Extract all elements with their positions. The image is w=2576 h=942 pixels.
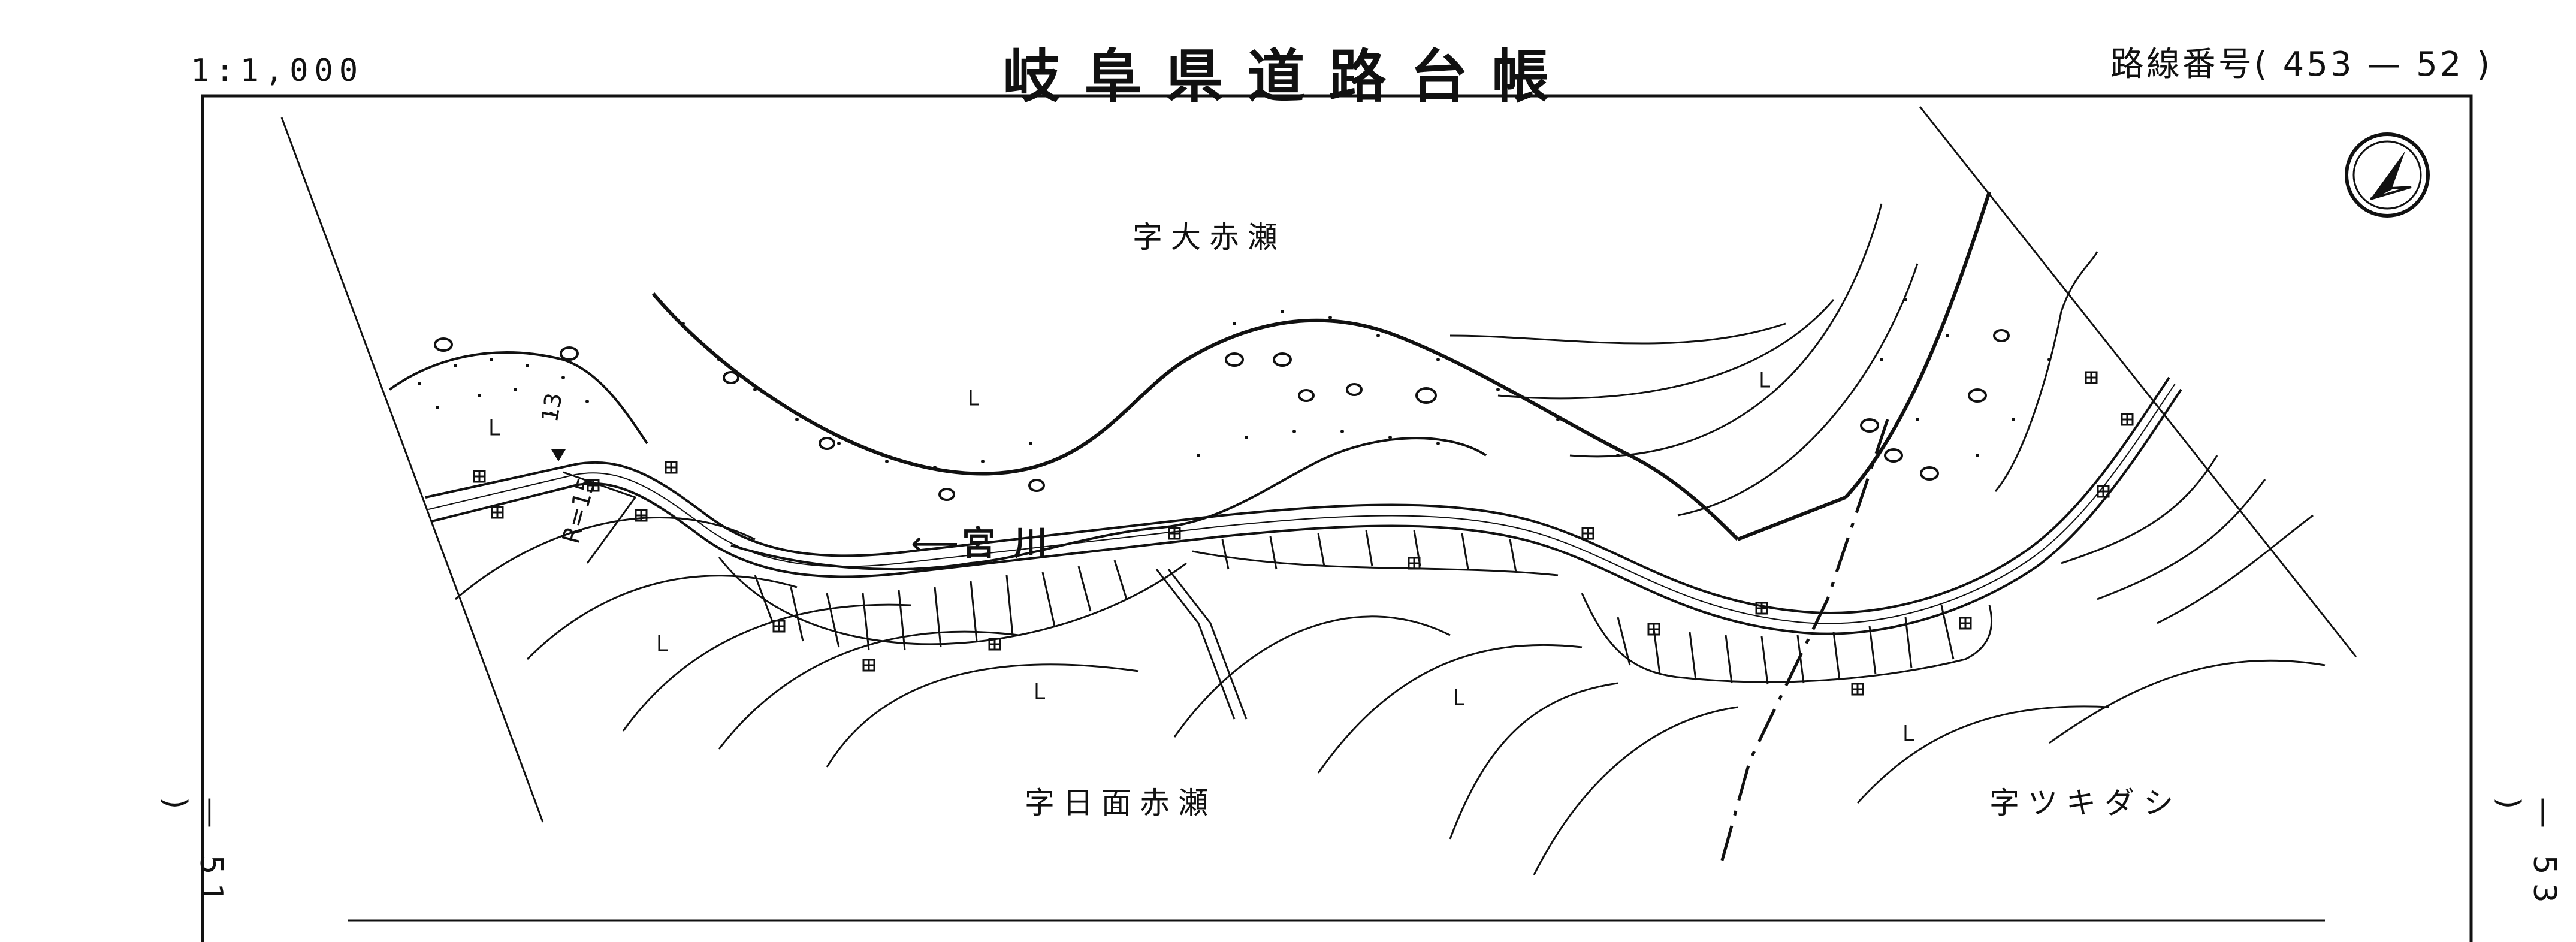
route-label: 路線番号 [2110, 45, 2254, 84]
river-arrow-icon: ⟵ [911, 524, 959, 563]
station-marker [551, 449, 566, 461]
route-number-value: 453 — 52 [2282, 45, 2464, 84]
ditch [1155, 569, 1236, 720]
page-ref-right: — 53 ) [2490, 797, 2562, 911]
river-banks [388, 191, 2098, 570]
river-label: ⟵ 宮川 [911, 517, 1065, 565]
sheet-boundary-right [1919, 106, 2357, 657]
sheet-boundary-left [280, 117, 544, 823]
north-arrow-icon [2345, 132, 2430, 218]
map-scale: 1:1,000 [191, 53, 364, 89]
place-label-southeast: 字ツキダシ [1989, 786, 2182, 820]
map-frame [201, 94, 2473, 942]
page-ref-left: — 51 ) [157, 797, 229, 911]
route-open: ( [2254, 45, 2270, 84]
contours-north [1449, 203, 2314, 624]
slope-hatch [718, 530, 1993, 685]
survey-markers [473, 371, 2134, 696]
road [425, 376, 2182, 635]
radius-leader [563, 471, 637, 564]
ditch-2 [1167, 569, 1248, 720]
river-name: 宮川 [962, 524, 1065, 563]
place-label-south: 字日面赤瀬 [1025, 786, 1216, 820]
sand-areas [418, 298, 2051, 469]
place-label-north: 字大赤瀬 [1133, 220, 1286, 255]
boulders [434, 329, 2010, 501]
route-number: 路線番号( 453 — 52 ) [2110, 37, 2492, 86]
page-title: 岐阜県道路台帳 [1002, 43, 1574, 110]
admin-boundary [1718, 419, 1889, 869]
land-symbols [490, 372, 1914, 741]
route-close: ) [2477, 45, 2492, 84]
station-start-label: 13 [536, 391, 567, 424]
